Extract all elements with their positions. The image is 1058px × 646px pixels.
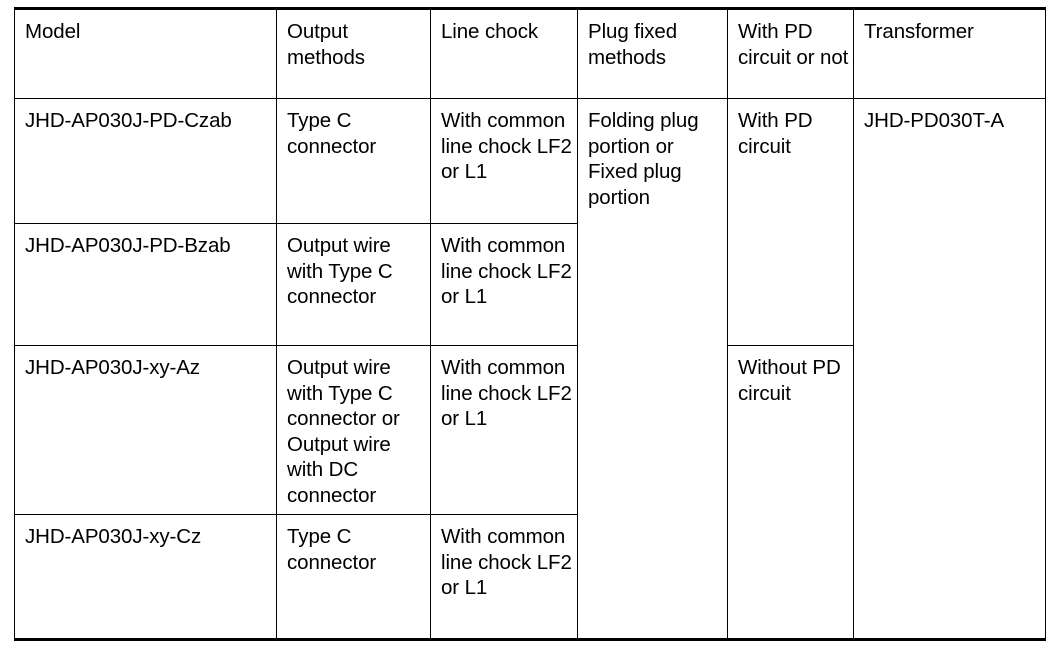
column-header-output: Output methods [276,8,431,99]
cell-output: Type C connector [276,514,431,640]
cell-plug: Folding plug portion or Fixed plug porti… [577,98,728,640]
cell-model: JHD-AP030J-PD-Bzab [14,223,277,346]
cell-pd: Without PD circuit [727,345,854,640]
table-header-row: Model Output methods Line chock Plug fix… [14,8,1046,99]
cell-model: JHD-AP030J-PD-Czab [14,98,277,224]
cell-output: Output wire with Type C connector [276,223,431,346]
column-header-chock: Line chock [430,8,578,99]
cell-chock: With common line chock LF2 or L1 [430,98,578,224]
product-specification-table: Model Output methods Line chock Plug fix… [14,7,1046,641]
column-header-pd: With PD circuit or not [727,8,854,99]
column-header-transformer: Transformer [853,8,1046,99]
table-row: JHD-AP030J-xy-Az Output wire with Type C… [14,345,1046,640]
specification-table-container: Model Output methods Line chock Plug fix… [14,7,1046,641]
cell-model: JHD-AP030J-xy-Az [14,345,277,515]
table-row: JHD-AP030J-PD-Czab Type C connector With… [14,98,1046,640]
table-row: JHD-AP030J-PD-Bzab Output wire with Type… [14,223,1046,346]
cell-chock: With common line chock LF2 or L1 [430,345,578,515]
cell-output: Output wire with Type C connector or Out… [276,345,431,515]
cell-chock: With common line chock LF2 or L1 [430,223,578,346]
cell-model: JHD-AP030J-xy-Cz [14,514,277,640]
column-header-model: Model [14,8,277,99]
cell-chock: With common line chock LF2 or L1 [430,514,578,640]
cell-pd: With PD circuit [727,98,854,346]
column-header-plug: Plug fixed methods [577,8,728,99]
cell-transformer: JHD-PD030T-A [853,98,1046,640]
table-row: JHD-AP030J-xy-Cz Type C connector With c… [14,514,1046,640]
cell-output: Type C connector [276,98,431,224]
